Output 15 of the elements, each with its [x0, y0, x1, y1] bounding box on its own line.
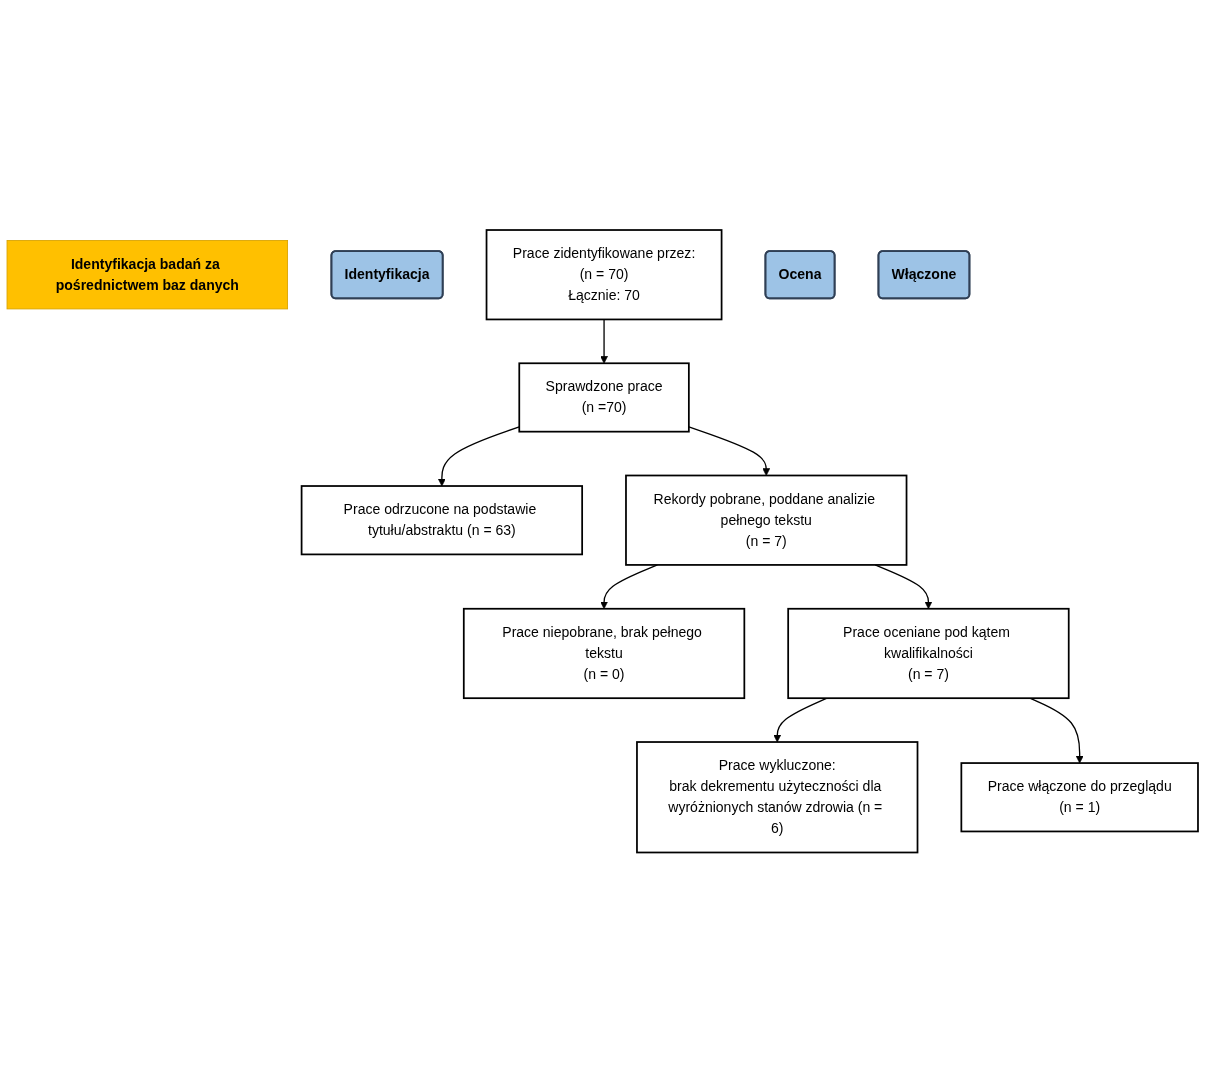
node-box: Sprawdzone prace (n =70)	[518, 362, 690, 433]
node-box: Rekordy pobrane, poddane analizie pełnego tekstu (n = 7)	[625, 474, 908, 566]
node-box: Prace włączone do przeglądu (n = 1)	[960, 761, 1199, 833]
arrow	[688, 425, 771, 476]
arrow	[773, 697, 828, 743]
arrow	[438, 425, 520, 487]
arrow	[600, 318, 608, 364]
node-box: Prace oceniane pod kątem kwalifikalności (n = 7)	[787, 607, 1070, 699]
node-box: Prace zidentyfikowane przez: (n = 70) Łącznie: 70	[485, 228, 723, 321]
node-box: Prace odrzucone na podstawie tytułu/abstraktu (n = 63)	[300, 484, 583, 556]
arrow	[874, 564, 933, 609]
node-box: Identyfikacja badań za pośrednictwem baz danych	[6, 239, 288, 310]
arrow	[1029, 697, 1084, 764]
node-box: Prace niepobrane, brak pełnego tekstu (n = 0)	[462, 607, 746, 699]
node-box: Prace wykluczone: brak dekrementu użyteczności dla wyróżnionych stanów zdrowia (n = 6)	[636, 740, 919, 854]
